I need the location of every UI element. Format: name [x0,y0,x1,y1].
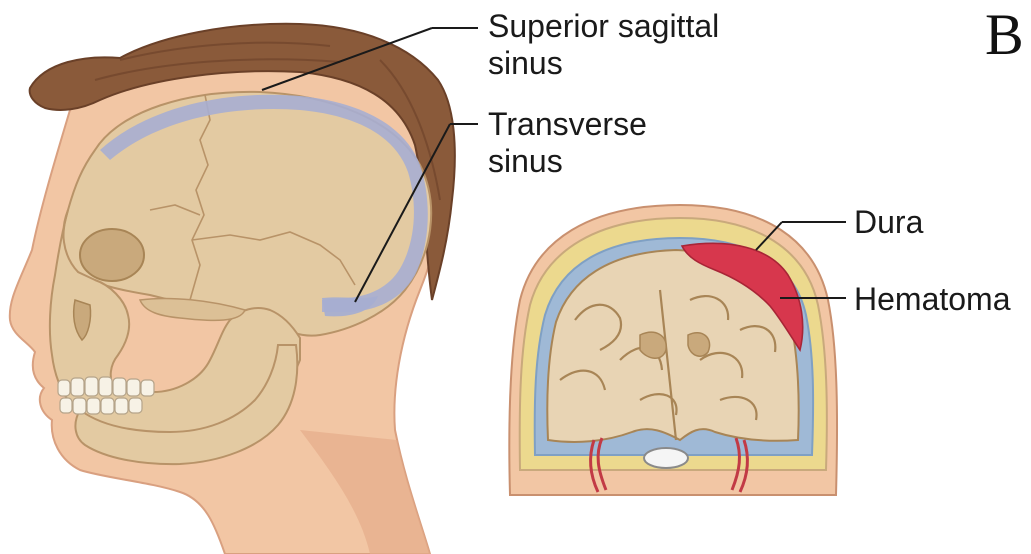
label-superior-sagittal-sinus-line1: Superior sagittal [488,8,719,45]
label-hematoma: Hematoma [854,281,1011,318]
label-dura: Dura [854,204,923,241]
label-transverse-sinus-line1: Transverse [488,106,647,143]
skull-base-foramen [644,448,688,468]
panel-letter: B [985,6,1024,64]
eye-socket [80,229,144,281]
label-superior-sagittal-sinus: Superior sagittal sinus [488,8,719,82]
label-transverse-sinus: Transverse sinus [488,106,647,180]
label-superior-sagittal-sinus-line2: sinus [488,45,719,82]
label-transverse-sinus-line2: sinus [488,143,647,180]
